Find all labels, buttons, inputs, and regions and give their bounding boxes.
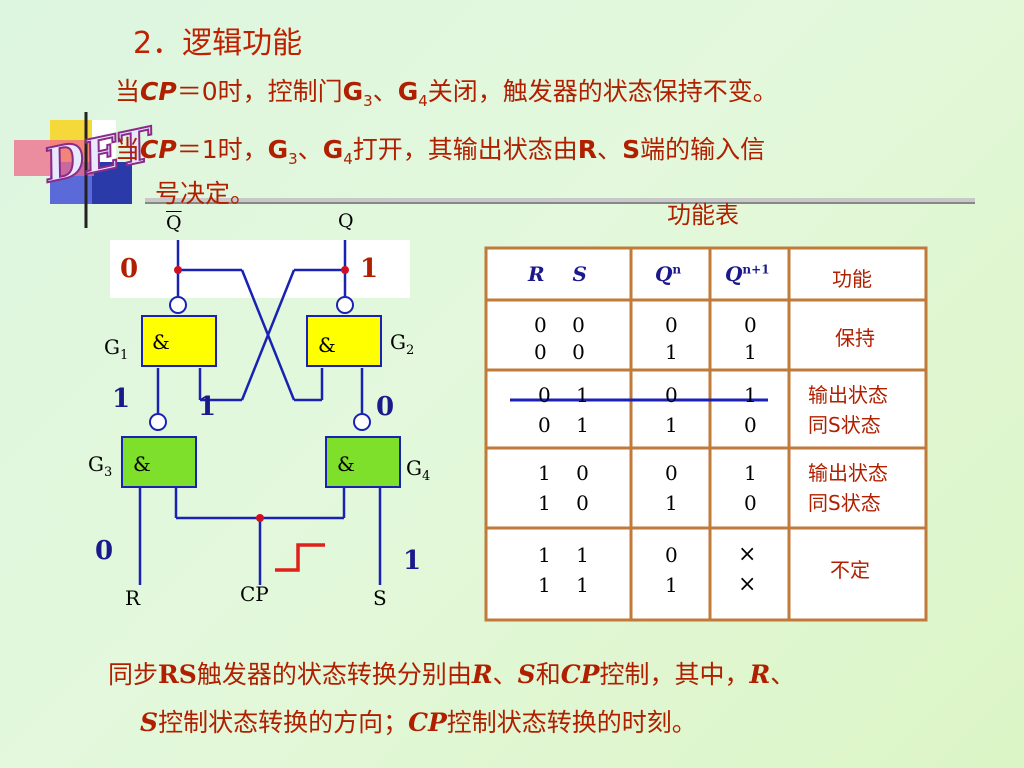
footer-line-2: S控制状态转换的方向；CP控制状态转换的时刻。	[140, 708, 697, 737]
g2-and-symbol: &	[318, 333, 336, 357]
s-input-label: S	[373, 586, 387, 610]
line-3: 号决定。	[155, 179, 256, 208]
table-header-qn: Qn	[655, 262, 682, 286]
g1-label: G1	[104, 335, 129, 363]
table-caption: 功能表	[667, 201, 739, 229]
junction-dot	[256, 514, 264, 522]
gate-g4	[325, 436, 401, 488]
table-row-3-function: 输出状态同S状态	[808, 461, 888, 515]
cp-input-label: CP	[240, 582, 269, 606]
gate-g3	[121, 436, 197, 488]
g1-and-symbol: &	[152, 330, 170, 354]
section-title: 2．逻辑功能	[133, 26, 303, 61]
line-2: 当CP＝1时，G3、G4打开，其输出状态由R、S端的输入信	[115, 135, 766, 168]
s-input-value: 1	[403, 546, 422, 576]
footer-line-1: 同步RS触发器的状态转换分别由R、S和CP控制，其中，R、	[108, 660, 796, 689]
table-row-2-function: 输出状态同S状态	[808, 383, 888, 437]
cp-pulse-icon	[275, 543, 325, 572]
line-1: 当CP＝0时，控制门G3、G4关闭，触发器的状态保持不变。	[115, 77, 778, 110]
q-label: Q	[338, 210, 354, 232]
gate-g1	[141, 315, 217, 367]
table-header-qn1: Qn+1	[725, 262, 770, 286]
output-highlight-box	[110, 240, 410, 298]
g3-label: G3	[88, 452, 113, 480]
g1-output-bubble	[169, 296, 187, 314]
table-row-4-qn1: ××	[738, 542, 757, 597]
q-bar-value: 0	[120, 254, 139, 284]
g2-label: G2	[390, 330, 415, 358]
g3-cross-value: 1	[198, 392, 217, 422]
g4-output-bubble	[353, 413, 371, 431]
junction-dot	[341, 266, 349, 274]
table-header-rs: R S	[528, 262, 587, 286]
q-value: 1	[360, 254, 379, 284]
r-input-value: 0	[95, 536, 114, 566]
g3-output-bubble	[149, 413, 167, 431]
r-input-label: R	[125, 586, 141, 610]
q-bar-label: Q	[166, 212, 182, 234]
g4-label: G4	[406, 456, 431, 484]
junction-dot	[174, 266, 182, 274]
g4-and-symbol: &	[337, 452, 355, 476]
g4-output-value: 0	[376, 392, 395, 422]
table-header-function: 功能	[832, 267, 872, 291]
g2-output-bubble	[336, 296, 354, 314]
gate-g2	[306, 315, 382, 367]
g3-output-value: 1	[112, 384, 131, 414]
table-row-4-function: 不定	[830, 558, 870, 582]
table-row-1-function: 保持	[835, 326, 875, 350]
g3-and-symbol: &	[133, 452, 151, 476]
